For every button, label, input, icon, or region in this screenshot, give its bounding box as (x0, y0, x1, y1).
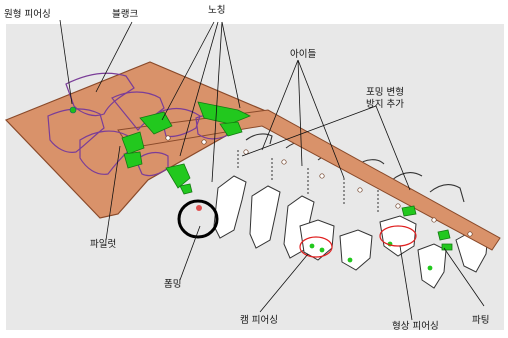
leader-parting (443, 247, 485, 307)
notch-area (123, 151, 143, 169)
blank-outline (159, 107, 201, 138)
label-pilot: 파일럿 (90, 239, 117, 250)
leader-shape-piercing (399, 245, 413, 321)
part-stage-2 (249, 185, 281, 249)
leader-forming (179, 225, 201, 281)
notch-area (139, 111, 173, 135)
leader-cam-piercing (259, 253, 309, 313)
leader-notching-1 (161, 21, 215, 121)
pilot-hole (395, 203, 401, 209)
pilot-hole (165, 135, 171, 141)
idle-outline (429, 183, 465, 203)
leader-notching-2 (179, 21, 219, 157)
label-shape-piercing: 형상 피어싱 (392, 321, 439, 332)
pilot-hole (201, 139, 207, 145)
leader-notching-3 (221, 21, 241, 109)
notch-area (219, 121, 243, 137)
cam-pierce-dot (427, 265, 433, 271)
pilot-hole (281, 159, 287, 165)
label-forming: 폼밍 (164, 279, 182, 290)
label-blank: 블랭크 (112, 9, 139, 20)
cam-pierce-dots (309, 241, 433, 271)
notch-area (179, 183, 193, 195)
pilot-hole (431, 217, 437, 223)
pilot-hole (357, 187, 363, 193)
leader-idle-2 (297, 59, 303, 167)
forming-dashes (237, 150, 379, 214)
label-notching: 노칭 (208, 5, 226, 16)
leader-round-piercing (59, 19, 73, 105)
prevention-pad (401, 205, 417, 217)
idle-outline (391, 171, 423, 181)
blank-outline (79, 130, 133, 175)
label-prevention-added: 방지 추가 (366, 99, 404, 110)
forming-spot (196, 205, 202, 211)
notch-area (121, 131, 145, 155)
label-cam-piercing: 캠 피어싱 (240, 315, 278, 326)
label-round-piercing: 원형 피어싱 (4, 9, 51, 20)
label-idle: 아이들 (290, 49, 317, 60)
shape-piercing-highlight (379, 225, 417, 247)
cam-piercing-highlight (299, 236, 333, 258)
pilot-hole (467, 231, 473, 237)
leader-lines (59, 19, 485, 321)
leader-pilot (105, 145, 121, 241)
leader-blank (95, 21, 133, 93)
notch-area (165, 163, 191, 189)
part-stage-7 (417, 243, 447, 289)
round-piercing-hole (69, 106, 77, 114)
cam-pierce-dot (309, 243, 315, 249)
notch-areas (121, 101, 453, 251)
blank-outline (65, 72, 135, 117)
leader-idle-3 (297, 59, 345, 179)
idle-outline (245, 133, 273, 145)
leader-idle-1 (261, 59, 299, 151)
prevention-pad (437, 229, 451, 241)
cam-pierce-dot (319, 247, 325, 253)
notch-area (197, 101, 251, 125)
leader-forming-deformation-1 (241, 105, 377, 157)
parting-mark (441, 243, 453, 251)
label-parting: 파팅 (472, 315, 490, 326)
leader-notching-4 (211, 21, 223, 183)
cam-pierce-dot (347, 257, 353, 263)
pilot-hole (319, 173, 325, 179)
blank-outline (47, 108, 105, 153)
forming-highlight-circle (177, 199, 219, 239)
pilot-holes (165, 135, 473, 237)
blank-outline (111, 91, 165, 131)
leader-forming-deformation-2 (375, 105, 411, 191)
label-forming-deformation: 포밍 변형 (366, 87, 404, 98)
